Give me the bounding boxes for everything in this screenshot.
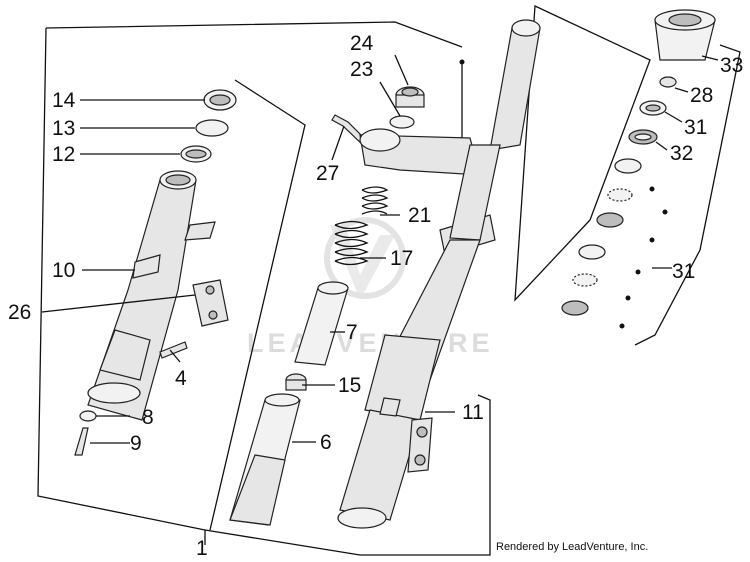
callout-10: 10 <box>52 259 75 282</box>
spring-21 <box>361 186 389 215</box>
callout-11: 11 <box>462 401 484 424</box>
assembly-brackets <box>37 5 741 556</box>
damper-6 <box>229 393 301 526</box>
callout-32: 32 <box>670 142 693 165</box>
bearing-set-28 <box>459 59 668 329</box>
callout-17: 17 <box>390 247 413 270</box>
callout-labels: 14 13 12 10 26 4 8 9 1 24 23 27 21 17 7 … <box>8 32 743 560</box>
callout-24: 27 <box>316 162 339 185</box>
callout-15: 15 <box>338 374 361 397</box>
seal-14 <box>203 89 237 111</box>
callout-33: 33 <box>720 54 743 77</box>
callout-28: 31 <box>672 260 695 283</box>
ring-31 <box>639 100 667 116</box>
headset-cover-33 <box>654 9 716 61</box>
callout-7: 7 <box>346 321 358 344</box>
callout-14: 14 <box>52 89 76 112</box>
cap-23 <box>395 86 425 108</box>
watermark-text: LEADVENTURE <box>247 328 494 358</box>
callout-8: 8 <box>142 406 154 429</box>
callout-12: 12 <box>52 143 75 166</box>
rendered-by-credit: Rendered by LeadVenture, Inc. <box>496 541 649 553</box>
callout-9: 9 <box>130 432 142 455</box>
callout-22: 23 <box>350 58 373 81</box>
nut-27 <box>659 76 677 88</box>
screw-9 <box>74 427 89 456</box>
callout-1: 1 <box>196 537 208 560</box>
o-ring-22 <box>389 115 415 129</box>
callout-6: 6 <box>320 431 332 454</box>
bushing-15 <box>285 373 307 391</box>
ring-13 <box>195 119 229 137</box>
callout-4: 4 <box>175 367 187 390</box>
cup-32 <box>628 129 658 145</box>
bolt-4 <box>159 341 188 359</box>
watermark: LEADVENTURE <box>247 217 494 358</box>
axle-clamp <box>192 279 229 327</box>
tube-7 <box>294 281 349 366</box>
bushing-12 <box>180 145 212 163</box>
callout-21: 21 <box>408 204 431 227</box>
callout-31: 31 <box>684 116 707 139</box>
callout-26: 26 <box>8 301 31 324</box>
callout-13: 13 <box>52 117 75 140</box>
fork-slider-right <box>337 239 481 529</box>
fork-slider-left <box>87 170 216 421</box>
leader-lines <box>41 54 719 444</box>
washer-8 <box>79 410 97 422</box>
callout-23: 24 <box>350 32 374 55</box>
callout-27: 28 <box>690 84 713 107</box>
spring-17 <box>334 220 369 266</box>
